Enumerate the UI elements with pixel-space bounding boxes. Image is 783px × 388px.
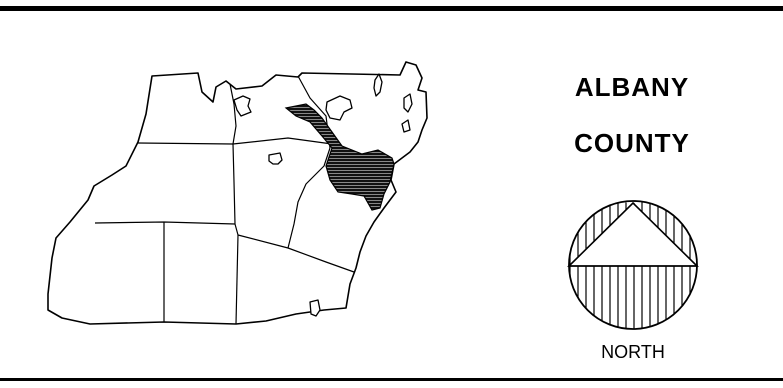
title-line-2: COUNTY	[574, 128, 690, 158]
county-map	[47, 61, 428, 325]
town-boundaries	[94, 75, 355, 325]
lakes	[233, 73, 413, 317]
top-rule	[0, 6, 783, 11]
north-arrow-icon	[567, 200, 699, 330]
title-line-1: ALBANY	[574, 72, 690, 102]
highlighted-town	[284, 103, 395, 211]
north-label: NORTH	[601, 342, 665, 362]
bottom-rule	[0, 378, 783, 381]
county-outline	[47, 61, 428, 325]
